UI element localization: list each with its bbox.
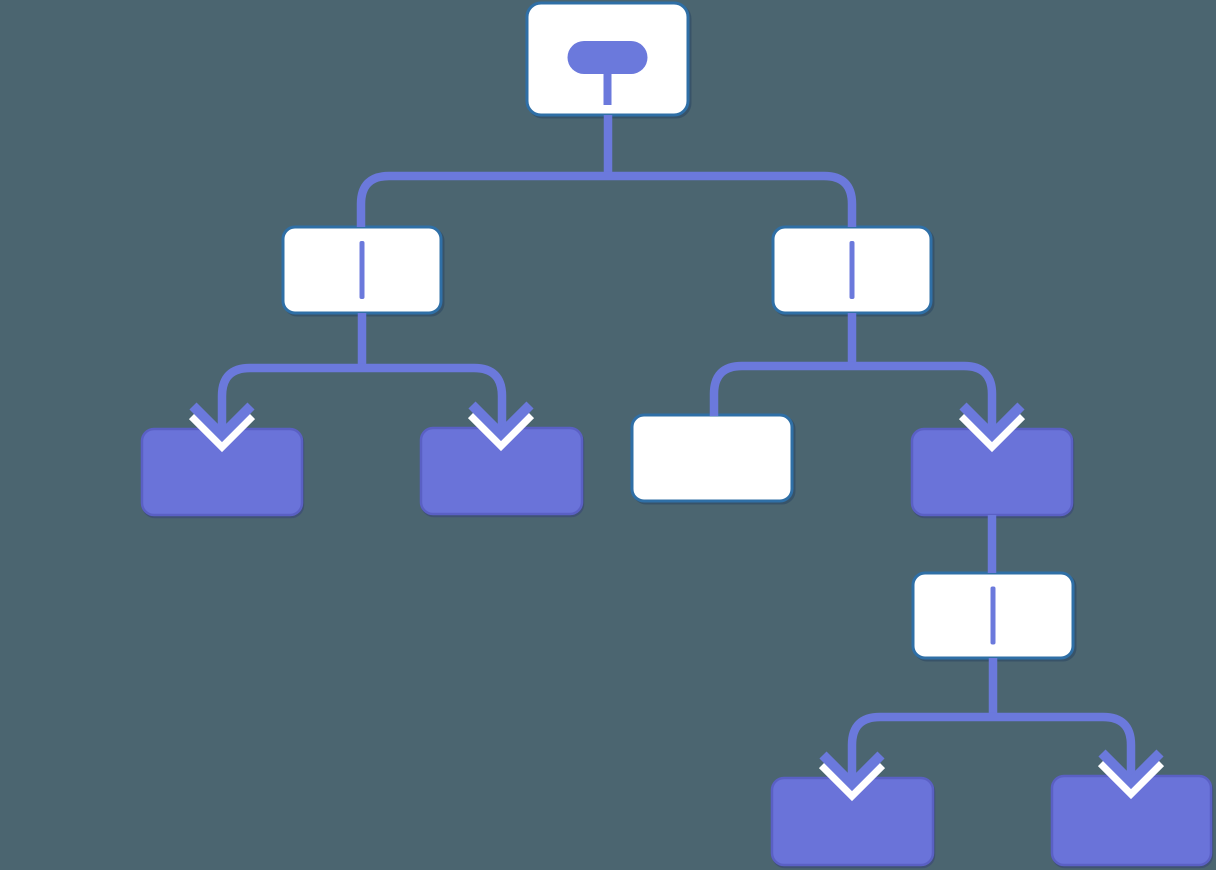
connectors-layer	[217, 115, 1136, 782]
divider-icon	[359, 241, 365, 299]
nodes-layer	[140, 1, 1213, 867]
arrow-down-outline-icon	[467, 409, 535, 452]
arrow-outline-layer	[188, 409, 1165, 802]
connector-rail-bottom	[847, 712, 1136, 782]
arrow-down-outline-icon	[818, 759, 886, 802]
root-pill-shape	[567, 41, 648, 74]
arrow-down-icon	[819, 751, 885, 792]
arrow-head-layer	[189, 401, 1164, 792]
root-stem-shape	[603, 72, 612, 105]
connector-rail-left	[217, 363, 507, 433]
arrow-down-icon	[468, 401, 534, 442]
root-anchor-icon	[567, 41, 648, 105]
divider-icon	[849, 241, 855, 299]
arrow-down-icon	[959, 402, 1025, 443]
arrow-down-outline-icon	[1097, 757, 1165, 800]
arrow-down-icon	[1098, 749, 1164, 790]
arrow-down-icon	[189, 402, 255, 443]
node-glyphs-layer	[359, 41, 996, 645]
node-leaf-right-1[interactable]	[630, 413, 794, 503]
connector-rail-right	[709, 361, 997, 433]
divider-icon	[990, 586, 996, 645]
arrow-down-outline-icon	[188, 410, 256, 453]
connector-rail-top	[356, 171, 857, 227]
arrow-down-outline-icon	[958, 410, 1026, 453]
